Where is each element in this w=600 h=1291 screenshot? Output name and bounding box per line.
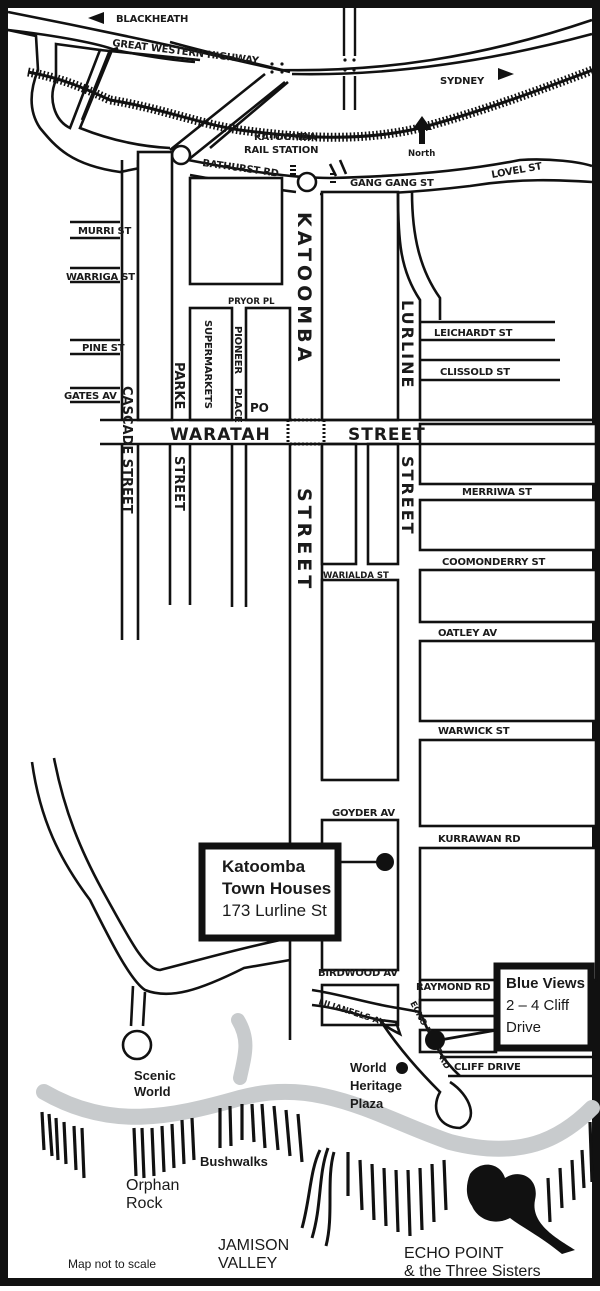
roundabout-katoomba bbox=[296, 171, 318, 193]
label-raymond-rd: RAYMOND RD bbox=[416, 982, 490, 993]
blue-views-address-2: Drive bbox=[506, 1019, 541, 1036]
label-waratah: WARATAH bbox=[170, 425, 271, 445]
label-scenic-world: World bbox=[134, 1084, 171, 1099]
three-sisters-icon bbox=[466, 1164, 575, 1254]
callout-katoomba-town-houses[interactable]: Katoomba Town Houses 173 Lurline St bbox=[198, 842, 394, 942]
label-supermarkets: SUPERMARKETS bbox=[202, 320, 213, 409]
label-lurline-street: STREET bbox=[398, 456, 417, 536]
label-merriwa-st: MERRIWA ST bbox=[462, 487, 532, 498]
direction-blackheath: BLACKHEATH bbox=[116, 14, 188, 25]
label-lurline: LURLINE bbox=[398, 300, 417, 389]
label-birdwood-av: BIRDWOOD AV bbox=[318, 968, 398, 979]
label-orphan-rock: Rock bbox=[126, 1195, 163, 1212]
city-blocks bbox=[70, 150, 598, 1078]
label-place: PLACE bbox=[232, 388, 243, 423]
label-orphan: Orphan bbox=[126, 1177, 179, 1194]
label-gates-av: GATES AV bbox=[64, 391, 117, 402]
label-waratah-street: STREET bbox=[348, 425, 426, 445]
roundabout-bathurst bbox=[170, 144, 192, 166]
label-jamison-valley: VALLEY bbox=[218, 1255, 278, 1272]
label-kurrawan-rd: KURRAWAN RD bbox=[438, 834, 520, 845]
label-scenic: Scenic bbox=[134, 1068, 176, 1083]
west-arrow-icon bbox=[88, 12, 104, 24]
label-echo-point: ECHO POINT bbox=[404, 1245, 504, 1262]
blue-views-address-1: 2 – 4 Cliff bbox=[506, 997, 570, 1014]
label-world-heritage-2: Heritage bbox=[350, 1078, 402, 1093]
label-rail-station-1: KATOOMBA bbox=[254, 132, 317, 143]
label-gang-gang-st: GANG GANG ST bbox=[350, 178, 434, 189]
label-warriga-st: WARRIGA ST bbox=[66, 272, 135, 283]
label-pine-st: PINE ST bbox=[82, 343, 125, 354]
label-katoomba-street: STREET bbox=[293, 488, 315, 592]
direction-sydney: SYDNEY bbox=[440, 76, 485, 87]
label-world-heritage-3: Plaza bbox=[350, 1096, 384, 1111]
label-katoomba: KATOOMBA bbox=[293, 212, 315, 365]
label-rail-station-2: RAIL STATION bbox=[244, 145, 318, 156]
waterfall-lines bbox=[300, 1147, 336, 1247]
label-goyder-av: GOYDER AV bbox=[332, 808, 395, 819]
great-western-highway-road bbox=[7, 6, 593, 110]
location-marker-icon bbox=[376, 853, 394, 871]
label-clissold-st: CLISSOLD ST bbox=[440, 367, 510, 378]
railway-line bbox=[27, 63, 600, 142]
label-warialda-st: WARIALDA ST bbox=[323, 571, 389, 581]
label-cliff-drive: CLIFF DRIVE bbox=[454, 1062, 521, 1073]
scenic-world-loop bbox=[121, 1029, 153, 1061]
scenic-world-road bbox=[30, 757, 291, 1061]
east-arrow-icon bbox=[498, 68, 514, 80]
label-cascade-street: CASCADE STREET bbox=[119, 386, 134, 514]
label-world-heritage-1: World bbox=[350, 1060, 387, 1075]
label-coomonderry-st: COOMONDERRY ST bbox=[442, 557, 545, 568]
town-houses-address: 173 Lurline St bbox=[222, 901, 327, 920]
label-jamison: JAMISON bbox=[218, 1237, 289, 1254]
blue-views-name: Blue Views bbox=[506, 975, 585, 992]
world-heritage-plaza-marker-icon bbox=[396, 1062, 408, 1074]
post-office-icon: PO bbox=[250, 401, 269, 415]
label-parke: PARKE bbox=[171, 362, 186, 409]
cliff-hatching bbox=[40, 1103, 594, 1237]
label-warwick-st: WARWICK ST bbox=[438, 726, 510, 737]
cliff-walk-track bbox=[36, 1013, 600, 1157]
label-parke-street: STREET bbox=[171, 456, 186, 511]
north-label: North bbox=[408, 149, 435, 159]
label-three-sisters: & the Three Sisters bbox=[404, 1263, 541, 1280]
western-connector-roads bbox=[7, 28, 289, 174]
map-scale-note: Map not to scale bbox=[68, 1257, 156, 1271]
callout-blue-views[interactable]: Blue Views 2 – 4 Cliff Drive bbox=[425, 962, 595, 1052]
label-pryor-pl: PRYOR PL bbox=[228, 297, 275, 307]
town-houses-name-2: Town Houses bbox=[222, 879, 331, 898]
location-marker-icon bbox=[425, 1030, 445, 1050]
label-bushwalks: Bushwalks bbox=[200, 1154, 268, 1169]
label-pioneer: PIONEER bbox=[232, 326, 243, 374]
town-houses-name-1: Katoomba bbox=[222, 857, 306, 876]
label-leichardt-st: LEICHARDT ST bbox=[434, 328, 513, 339]
label-murri-st: MURRI ST bbox=[78, 226, 131, 237]
label-oatley-av: OATLEY AV bbox=[438, 628, 497, 639]
north-arrow-icon bbox=[412, 116, 432, 144]
